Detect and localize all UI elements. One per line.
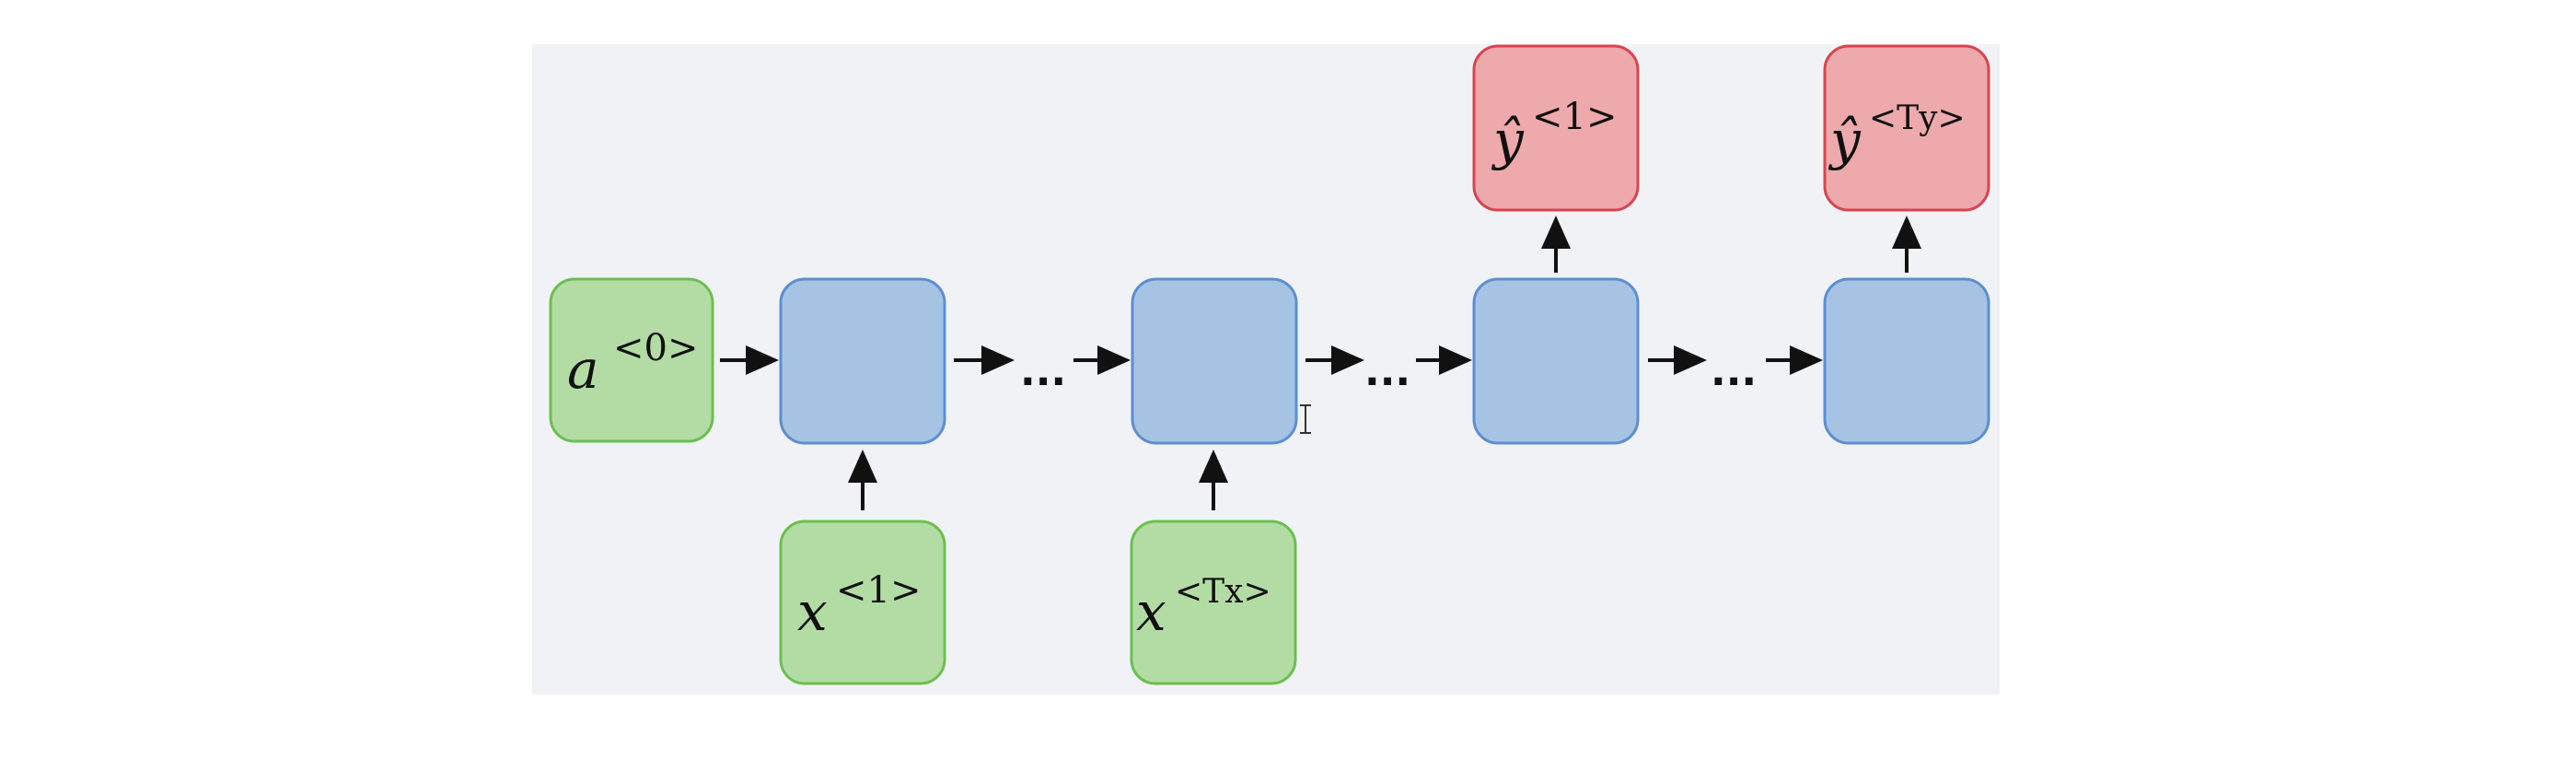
output-box-1: ŷ <1> (1472, 44, 1640, 212)
text-cursor-icon (1300, 404, 1311, 434)
input-2-label: x (1136, 580, 1166, 643)
rnn-cell-2 (1131, 277, 1298, 445)
output-2-superscript: <Ty> (1869, 99, 1966, 137)
rnn-cell-3 (1472, 277, 1640, 445)
output-box-2: ŷ <Ty> (1823, 44, 1990, 212)
output-1-label: ŷ (1491, 109, 1525, 171)
output-1-superscript: <1> (1532, 96, 1617, 138)
input-2-superscript: <Tx> (1175, 573, 1271, 611)
rnn-cell-1 (779, 277, 946, 445)
initial-activation-label: a (567, 338, 599, 401)
initial-activation-box: a <0> (549, 277, 714, 443)
input-box-2: x <Tx> (1130, 520, 1297, 685)
ellipsis-1: ... (1020, 348, 1066, 395)
ellipsis-2: ... (1364, 348, 1410, 395)
ellipsis-3: ... (1711, 348, 1757, 395)
input-box-1: x <1> (779, 520, 946, 685)
rnn-cell-4 (1823, 277, 1990, 445)
initial-activation-superscript: <0> (613, 327, 698, 369)
output-2-label: ŷ (1828, 109, 1862, 171)
input-1-label: x (797, 580, 828, 643)
input-1-superscript: <1> (836, 569, 921, 612)
